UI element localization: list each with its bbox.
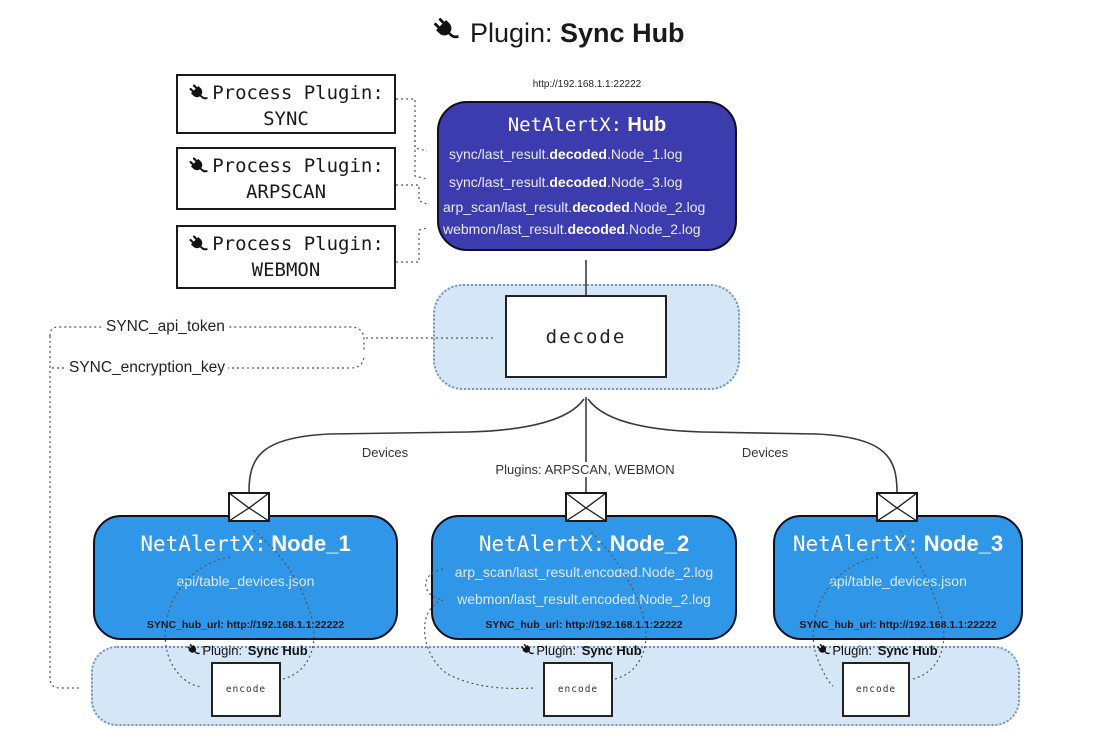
process-plugin-sync: Process Plugin: SYNC [176,74,396,134]
node1-hub-url: SYNC_hub_url: http://192.168.1.1:22222 [146,619,345,631]
plug-icon [520,643,535,658]
hub-box: NetAlertX: Hub sync/last_result.decoded.… [437,101,737,251]
edge-webmon-to-file4 [396,227,428,263]
encode1-box: encode [211,662,281,717]
encode2-box: encode [543,662,613,717]
plug-icon [188,156,210,178]
encode2-plugin-label: Plugin: Sync Hub [520,643,642,658]
process-plugin-name: ARPSCAN [245,180,327,203]
envelope-icon [876,492,918,522]
edge-node1-to-decode [248,398,585,493]
node2-title: NetAlertX: Node_2 [478,531,690,556]
edge-label-devices-left: Devices [357,445,413,460]
node1-box: NetAlertX: Node_1 api/table_devices.json… [93,515,398,640]
node2-hub-url: SYNC_hub_url: http://192.168.1.1:22222 [485,619,683,631]
edge-settings-to-encoders [49,336,81,689]
envelope-icon [228,492,270,522]
edge-label-plugins: Plugins: ARPSCAN, WEBMON [491,462,679,477]
page-title-name: Sync Hub [560,18,685,48]
node1-file: api/table_devices.json [176,573,315,589]
process-plugin-label: Process Plugin: [212,82,384,104]
encode3-box: encode [842,662,910,717]
node2-file: webmon/last_result.encoded.Node_2.log [457,591,711,607]
plug-icon [186,643,201,658]
process-plugin-webmon: Process Plugin: WEBMON [176,225,396,289]
plug-icon [816,643,831,658]
encode1-plugin-label: Plugin: Sync Hub [186,643,308,658]
hub-file-line: sync/last_result.decoded.Node_1.log [449,146,683,162]
edge-arpscan-to-file3 [396,184,428,205]
process-plugin-arpscan: Process Plugin: ARPSCAN [176,147,396,210]
edge-label-devices-right: Devices [737,445,793,460]
node3-file: api/table_devices.json [829,573,967,589]
encode3-plugin-label: Plugin: Sync Hub [816,643,938,658]
page-title: Plugin: Sync Hub [0,16,1117,49]
edge-sync-to-file2 [414,120,428,180]
hub-file-line: webmon/last_result.decoded.Node_2.log [443,221,701,237]
plug-icon [188,83,210,105]
envelope-icon [565,492,607,522]
page-title-prefix: Plugin: [469,18,553,48]
hub-title: NetAlertX: Hub [507,114,667,136]
node3-hub-url: SYNC_hub_url: http://192.168.1.1:22222 [799,619,997,631]
node1-title: NetAlertX: Node_1 [140,531,351,556]
node3-box: NetAlertX: Node_3 api/table_devices.json… [773,515,1023,640]
process-plugin-label: Process Plugin: [212,233,384,255]
edge-sync-to-file1 [396,98,428,152]
process-plugin-name: SYNC [263,107,309,130]
node2-file: arp_scan/last_result.encoded.Node_2.log [454,564,714,580]
hub-file-line: sync/last_result.decoded.Node_3.log [449,174,683,190]
sync-api-token-label: SYNC_api_token [103,318,228,336]
hub-file-line: arp_scan/last_result.decoded.Node_2.log [443,199,706,215]
decode-box: decode [505,295,667,378]
plug-icon [188,234,210,256]
process-plugin-label: Process Plugin: [212,155,384,177]
sync-encryption-key-label: SYNC_encryption_key [66,359,228,377]
node2-box: NetAlertX: Node_2 arp_scan/last_result.e… [431,515,737,640]
node3-title: NetAlertX: Node_3 [792,531,1004,556]
hub-url: http://192.168.1.1:22222 [532,79,642,90]
plug-icon [432,16,462,46]
process-plugin-name: WEBMON [251,258,321,281]
